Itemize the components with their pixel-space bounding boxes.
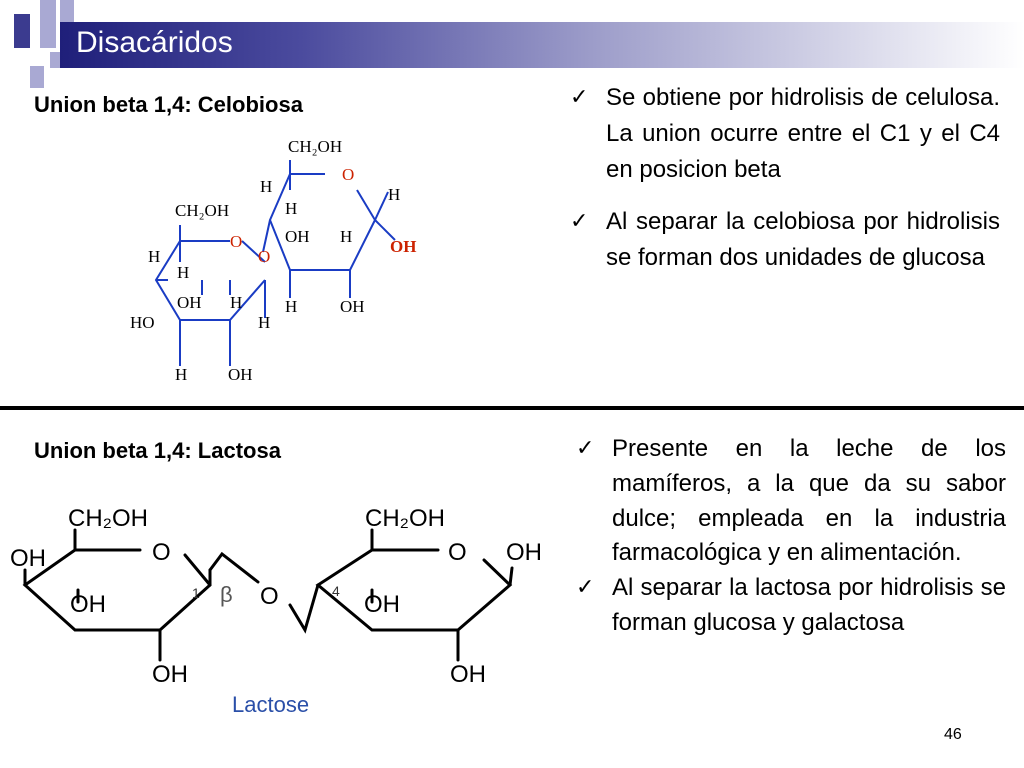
title-decoration [14,14,30,48]
diagram-label: H [388,185,400,204]
title-decoration [40,0,56,48]
diagram-label: OH [228,365,253,384]
list-item: ✓ Al separar la celobiosa por hidrolisis… [570,204,1000,276]
diagram-caption: Lactose [232,692,309,717]
section-divider [0,406,1024,410]
lactosa-structure-diagram: CH₂OH O OH OH OH O CH₂OH O OH OH OH 1 4 … [10,505,542,717]
diagram-label: OH [450,661,486,688]
celobiosa-heading: Union beta 1,4: Celobiosa [34,92,303,117]
diagram-label: H [148,247,160,266]
diagram-label: CH₂OH [288,137,342,156]
bridge-oxygen-label: O [258,247,270,266]
diagram-label: O [152,539,171,566]
list-item: ✓ Presente en la leche de los mamíferos,… [576,432,1006,571]
ring-oxygen-label: O [230,232,242,251]
title-decoration [60,0,74,22]
list-item: ✓ Al separar la lactosa por hidrolisis s… [576,571,1006,641]
diagram-label: OH [285,227,310,246]
diagram-label: H [175,365,187,384]
diagram-label: OH [152,661,188,688]
diagram-label: O [448,539,467,566]
lactosa-bullet-list: ✓ Presente en la leche de los mamíferos,… [576,432,1006,641]
check-mark-icon: ✓ [576,435,595,460]
check-mark-icon: ✓ [570,84,589,109]
lactosa-heading: Union beta 1,4: Lactosa [34,438,281,463]
diagram-label: H [340,227,352,246]
diagram-label: OH [70,591,106,618]
slide-title: Disacáridos [76,26,233,59]
diagram-label: H [285,199,297,218]
check-mark-icon: ✓ [576,574,595,600]
diagram-label: CH₂OH [365,505,445,532]
anomeric-oh-label: OH [390,237,416,256]
title-decoration [30,66,44,88]
celobiosa-structure-diagram: CH₂OH CH₂OH H H H OH H H OH H H OH H HO … [130,137,416,384]
celobiosa-bullet-list: ✓ Se obtiene por hidrolisis de celulosa.… [570,80,1000,276]
diagram-label: OH [364,591,400,618]
slide-number: 46 [944,726,962,743]
diagram-label: OH [10,545,46,572]
diagram-label: H [285,297,297,316]
ring-oxygen-label: O [342,165,354,184]
beta-symbol-label: β [220,582,233,607]
diagram-label: OH [506,539,542,566]
diagram-label: O [260,583,279,610]
diagram-label: H [260,177,272,196]
diagram-label: CH₂OH [68,505,148,532]
title-band [60,22,1024,68]
diagram-label: H [258,313,270,332]
diagram-label: H [230,293,242,312]
diagram-label: HO [130,313,155,332]
list-item: ✓ Se obtiene por hidrolisis de celulosa.… [570,80,1000,188]
carbon-number-label: 4 [332,583,340,599]
diagram-label: CH₂OH [175,201,229,220]
check-mark-icon: ✓ [570,208,589,233]
diagram-label: OH [177,293,202,312]
diagram-label: OH [340,297,365,316]
diagram-label: H [177,263,189,282]
carbon-number-label: 1 [192,585,200,601]
